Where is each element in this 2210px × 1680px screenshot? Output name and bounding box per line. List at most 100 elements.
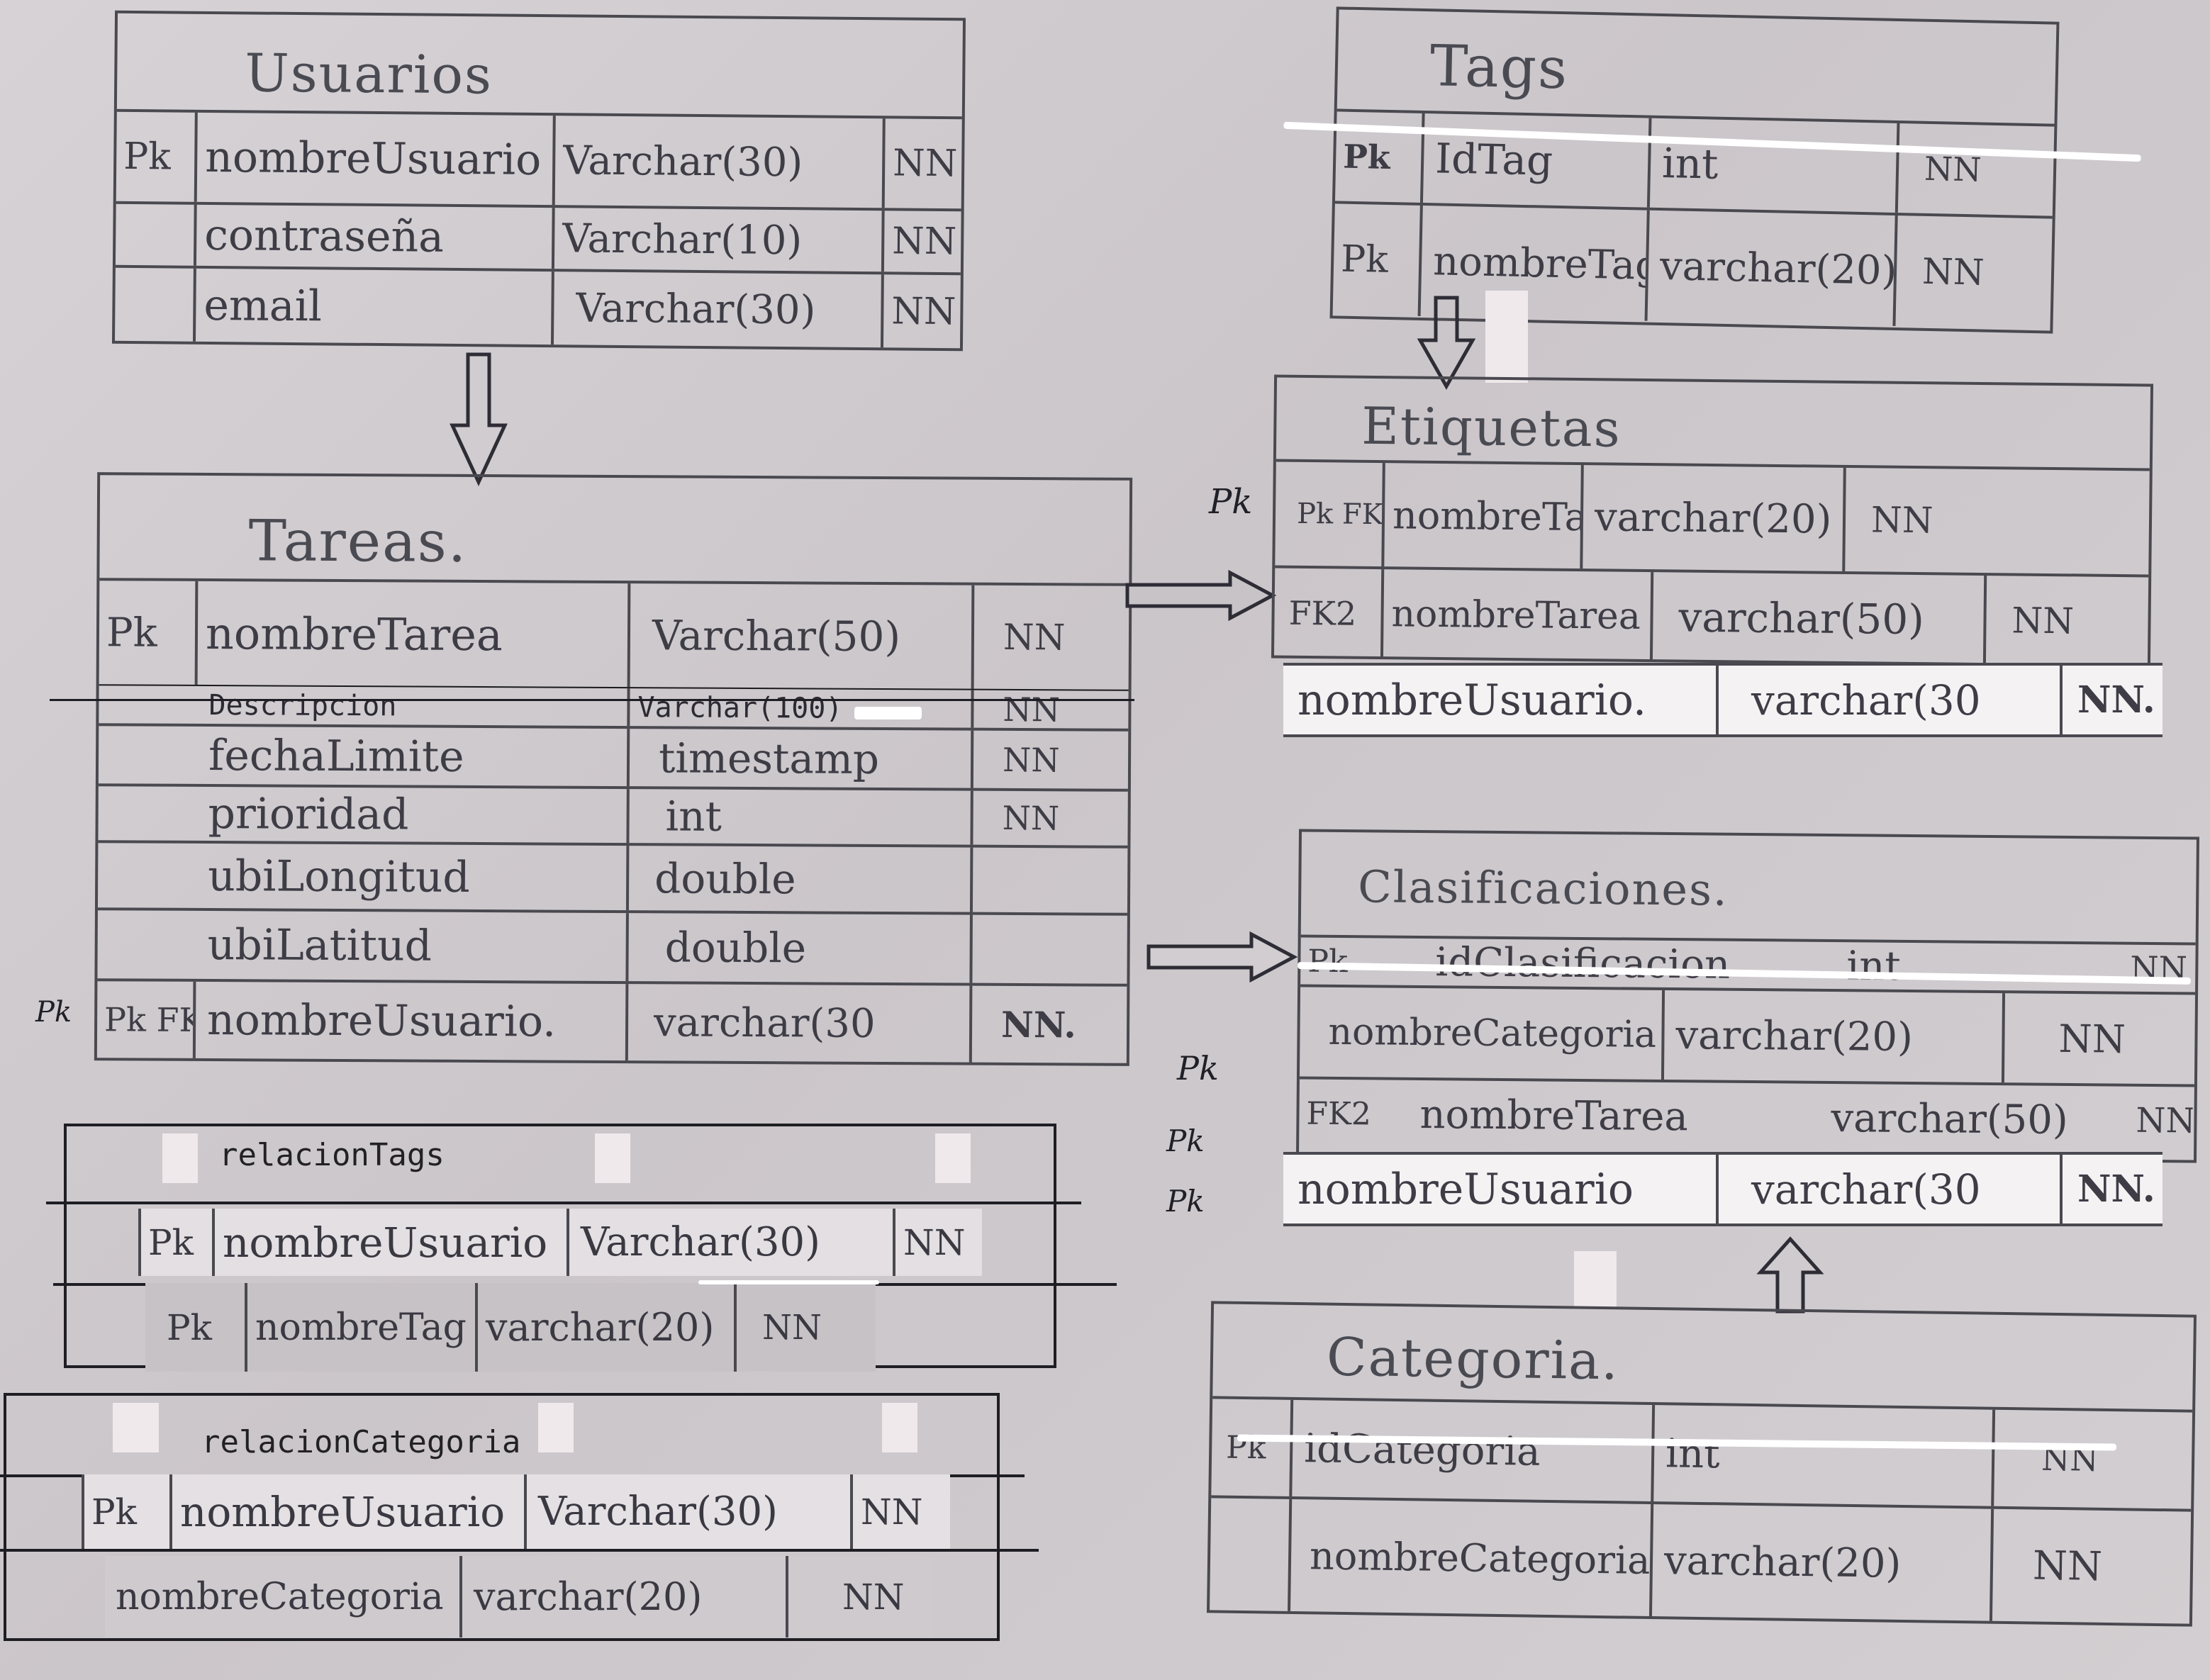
etiquetas-row-3-name: nombreUsuario. — [1297, 675, 1647, 725]
etiquetas-row-2: FK2 nombreTarea varchar(50) NN — [1273, 565, 2149, 667]
clasificaciones-row-1-nn: NN — [2130, 948, 2188, 988]
relacion-tags-title: relacionTags — [219, 1137, 445, 1173]
categoria-table: Categoria. Pk idCategoria int NN nombreC… — [1206, 1301, 2197, 1627]
tareas-row-7-nn: NN. — [1000, 1003, 1076, 1046]
relacion-categoria-title: relacionCategoria — [201, 1424, 521, 1460]
tags-table: Tags Pk IdTag int NN Pk nombreTag varcha… — [1329, 6, 2060, 334]
tareas-row-7: Pk FK1 nombreUsuario. varchar(30 NN. — [96, 978, 1127, 1063]
tareas-row-3-type: timestamp — [658, 733, 880, 783]
clasificaciones-row-3-name: nombreTarea — [1419, 1091, 1689, 1140]
usuarios-row-1-name: nombreUsuario — [204, 132, 542, 186]
usuarios-row-1: Pk nombreUsuario Varchar(30) NN — [116, 108, 962, 209]
usuarios-row-2: contraseña Varchar(10) NN — [115, 201, 961, 273]
paper-patch — [935, 1133, 971, 1183]
tareas-row-4-nn: NN — [1002, 798, 1060, 838]
clasificaciones-row-3: FK2 nombreTarea varchar(50) NN — [1299, 1076, 2194, 1155]
clasificaciones-table: Clasificaciones. Pk idClasificacion int … — [1296, 829, 2199, 1163]
clasificaciones-pk-note-3: Pk — [1166, 1184, 1205, 1219]
relacion-tags-row-1-nn: NN — [903, 1221, 966, 1263]
relacion-tags-line-1 — [46, 1202, 1081, 1204]
tags-title: Tags — [1429, 33, 1570, 102]
clasificaciones-row-2-type: varchar(20) — [1675, 1012, 1914, 1060]
clasificaciones-row-2-name: nombreCategoria — [1328, 1010, 1657, 1056]
etiquetas-row-3-type: varchar(30 — [1751, 676, 1981, 724]
etiquetas-row-2-nn: NN — [2011, 600, 2075, 642]
relacion-tags-box: relacionTags — [64, 1124, 1056, 1368]
paper-patch — [538, 1403, 574, 1452]
relacion-tags-row-1-key: Pk — [148, 1221, 194, 1263]
clasificaciones-row-2: nombreCategoria varchar(20) NN — [1299, 984, 2196, 1085]
tags-row-1-type: int — [1661, 139, 1719, 189]
usuarios-row-2-name: contraseña — [204, 210, 445, 262]
clasificaciones-row-1-name: idClasificacion — [1435, 939, 1731, 988]
tareas-row-7-key: Pk FK1 — [104, 1000, 194, 1040]
paper-patch — [113, 1403, 159, 1452]
tareas-row-3-nn: NN — [1002, 740, 1060, 779]
usuarios-row-1-type: Varchar(30) — [562, 137, 803, 186]
tareas-row-1-key: Pk — [106, 609, 157, 656]
relacion-tags-row-1-name: nombreUsuario — [223, 1218, 548, 1267]
usuarios-row-2-type: Varchar(10) — [562, 215, 803, 264]
arrow-tareas-to-clasificaciones — [1146, 931, 1298, 983]
tareas-row-1: Pk nombreTarea Varchar(50) NN — [99, 578, 1129, 690]
etiquetas-row-1-key: Pk FK2 — [1296, 497, 1383, 532]
paper-patch — [1485, 291, 1528, 383]
relacion-tags-row-2-name: nombreTag — [255, 1306, 467, 1349]
categoria-row-2-nn: NN — [2032, 1542, 2103, 1590]
etiquetas-row-2-name: nombreTarea — [1391, 593, 1641, 638]
tareas-row-3-name: fechaLimite — [208, 730, 464, 782]
descripcion-whiteout — [854, 707, 922, 719]
etiquetas-usuario-strip: nombreUsuario. varchar(30 NN. — [1283, 663, 2162, 737]
arrow-tags-to-etiquetas — [1417, 296, 1476, 391]
usuarios-row-3-type: Varchar(30) — [576, 285, 816, 334]
categoria-row-1-type: int — [1665, 1430, 1721, 1477]
relacion-categoria-row-1: Pk nombreUsuario Varchar(30) NN — [82, 1474, 950, 1549]
tareas-row-6: ubiLatitud double — [97, 907, 1127, 984]
tareas-pk-note: Pk — [35, 996, 72, 1029]
categoria-row-2-name: nombreCategoria — [1309, 1533, 1651, 1583]
categoria-row-2: nombreCategoria varchar(20) NN — [1210, 1495, 2192, 1624]
paper-patch — [1574, 1251, 1617, 1308]
arrow-tareas-to-etiquetas — [1125, 569, 1277, 622]
clasificaciones-pk-note-2: Pk — [1166, 1124, 1205, 1158]
usuarios-row-3-nn: NN — [891, 289, 956, 333]
paper-patch — [882, 1403, 917, 1452]
paper-patch — [595, 1133, 630, 1183]
relacion-categoria-line-2 — [0, 1549, 1039, 1552]
etiquetas-row-2-key: FK2 — [1288, 593, 1357, 633]
tareas-row-6-type: double — [664, 923, 807, 973]
categoria-title: Categoria. — [1326, 1326, 1620, 1392]
clasificaciones-row-1-type: int — [1846, 942, 1902, 990]
relacion-categoria-row-1-type: Varchar(30) — [538, 1489, 778, 1535]
relacion-tags-row-2-type: varchar(20) — [486, 1305, 715, 1350]
usuarios-row-2-key — [116, 204, 194, 266]
etiquetas-row-1: Pk FK2 nombreTag varchar(20) NN — [1275, 459, 2150, 575]
categoria-row-1-name: idCategoria — [1303, 1425, 1541, 1475]
tareas-row-5: ubiLongitud double — [97, 840, 1128, 913]
clasificaciones-row-4-nn: NN. — [2077, 1167, 2155, 1211]
tareas-row-1-nn: NN — [1003, 616, 1066, 659]
relacion-tags-row-2-key: Pk — [167, 1306, 212, 1348]
tareas-row-2: Descripcion Varchar(100) NN — [99, 684, 1129, 729]
etiquetas-row-1-nn: NN — [1870, 499, 1933, 542]
etiquetas-row-1-name: nombreTag — [1392, 492, 1581, 540]
clasificaciones-row-3-nn: NN — [2136, 1100, 2193, 1141]
relacion-categoria-row-2-type: varchar(20) — [474, 1574, 703, 1619]
clasificaciones-row-4-type: varchar(30 — [1751, 1165, 1981, 1214]
relacion-categoria-row-2: nombreCategoria varchar(20) NN — [105, 1556, 931, 1637]
tareas-row-5-name: ubiLongitud — [208, 851, 470, 902]
clasificaciones-title: Clasificaciones. — [1358, 861, 1729, 916]
relacion-categoria-box: relacionCategoria — [4, 1393, 1000, 1641]
tareas-row-4-name: prioridad — [208, 789, 409, 840]
clasificaciones-row-4-name: nombreUsuario — [1297, 1164, 1634, 1214]
tags-row-2-nn: NN — [1921, 250, 1985, 293]
tareas-row-4-type: int — [665, 792, 722, 841]
tareas-row-7-type: varchar(30 — [653, 999, 876, 1047]
usuarios-row-1-key: Pk — [123, 135, 172, 179]
tareas-row-2-name: Descripcion — [208, 688, 397, 722]
relacion-tags-row-1-type: Varchar(30) — [581, 1219, 820, 1265]
etiquetas-table: Etiquetas Pk FK2 nombreTag varchar(20) N… — [1271, 374, 2154, 668]
relacion-tags-row-1: Pk nombreUsuario Varchar(30) NN — [138, 1209, 982, 1276]
usuarios-row-1-nn: NN — [892, 142, 958, 186]
